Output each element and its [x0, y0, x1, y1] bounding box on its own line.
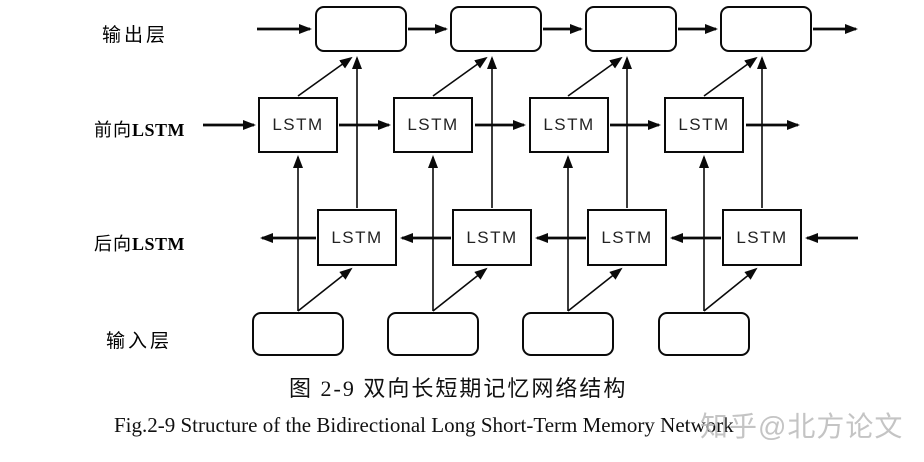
- watermark: 知乎@北方论文: [700, 411, 904, 442]
- input-node-3: [522, 312, 614, 356]
- forward-lstm-label: 前向LSTM: [94, 120, 186, 140]
- input-layer-label: 输入层: [106, 331, 173, 352]
- output-node-4: [720, 6, 812, 52]
- backward-lstm-cell-2: LSTM: [452, 209, 532, 266]
- input-node-2: [387, 312, 479, 356]
- output-layer-label: 输出层: [102, 25, 169, 46]
- forward-lstm-cell-3: LSTM: [529, 97, 609, 153]
- figure-caption-zh: 图 2-9 双向长短期记忆网络结构: [289, 376, 628, 401]
- backward-lstm-cell-1: LSTM: [317, 209, 397, 266]
- input-node-1: [252, 312, 344, 356]
- input-node-4: [658, 312, 750, 356]
- forward-lstm-cell-1: LSTM: [258, 97, 338, 153]
- output-node-1: [315, 6, 407, 52]
- figure-caption-en: Fig.2-9 Structure of the Bidirectional L…: [114, 413, 734, 437]
- backward-lstm-cell-3: LSTM: [587, 209, 667, 266]
- backward-lstm-label: 后向LSTM: [94, 234, 186, 254]
- output-node-3: [585, 6, 677, 52]
- backward-lstm-cell-4: LSTM: [722, 209, 802, 266]
- forward-lstm-cell-4: LSTM: [664, 97, 744, 153]
- output-node-2: [450, 6, 542, 52]
- forward-lstm-cell-2: LSTM: [393, 97, 473, 153]
